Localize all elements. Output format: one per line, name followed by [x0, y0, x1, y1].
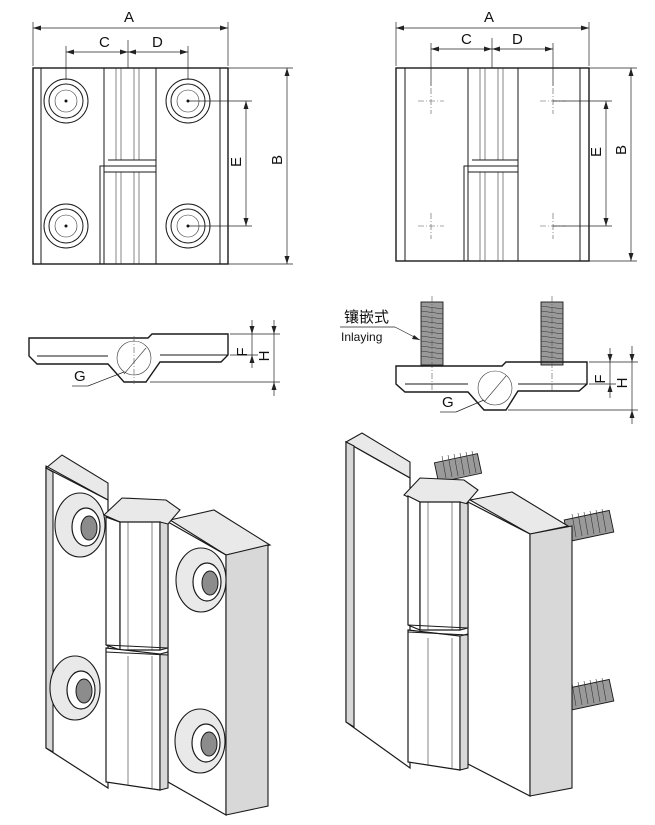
- label-h: H: [256, 351, 273, 362]
- label-h-right: H: [614, 378, 631, 389]
- dimension-fh-right: F H: [508, 346, 638, 424]
- label-e: E: [228, 157, 245, 167]
- label-d: D: [152, 34, 163, 51]
- dimension-e-left: E: [188, 100, 252, 227]
- front-view-inlaying: A C D E B: [395, 9, 637, 262]
- hole-top-left: [43, 78, 89, 124]
- iso-hole-3: [175, 547, 227, 613]
- iso-hole-4: [174, 708, 226, 774]
- iso-hole-2: [49, 655, 101, 721]
- label-e-right: E: [588, 147, 605, 157]
- front-view-countersunk: A C D E: [32, 9, 293, 265]
- dimension-g-right: G: [440, 394, 485, 413]
- stud-left: [420, 296, 444, 392]
- label-g-right: G: [442, 394, 454, 411]
- inlaying-callout: 镶嵌式 Inlaying: [340, 308, 421, 344]
- isometric-countersunk: [45, 454, 272, 817]
- isometric-inlaying: [344, 432, 615, 797]
- dimension-a-right: A: [395, 9, 590, 66]
- dimension-cd-right: C D: [430, 31, 554, 86]
- inlay-en-label: Inlaying: [341, 330, 382, 344]
- label-a: A: [124, 9, 134, 26]
- iso-stud-top: [433, 450, 483, 483]
- iso-hole-1: [54, 492, 106, 558]
- dimension-b-left: B: [228, 67, 293, 265]
- dimension-fh-left: F H: [150, 320, 280, 396]
- dimension-b-right: B: [589, 67, 637, 262]
- label-c-right: C: [461, 31, 472, 48]
- label-b: B: [269, 155, 286, 165]
- hole-bottom-left: [43, 203, 89, 249]
- label-a-right: A: [484, 9, 494, 26]
- dimension-a-left: A: [32, 9, 229, 66]
- label-g: G: [74, 368, 86, 385]
- dimension-e-right: E: [553, 100, 612, 227]
- side-view-countersunk: F H G: [28, 320, 280, 396]
- dimension-g-left: G: [72, 368, 125, 387]
- stud-right: [540, 296, 564, 392]
- dimension-cd-left: C D: [65, 34, 189, 80]
- label-f-right: F: [592, 374, 609, 383]
- inlay-cn-label: 镶嵌式: [344, 308, 389, 326]
- label-d-right: D: [512, 31, 523, 48]
- label-b-right: B: [613, 145, 630, 155]
- side-view-inlaying: 镶嵌式 Inlaying F H G: [340, 296, 638, 424]
- label-f: F: [234, 347, 251, 356]
- label-c: C: [99, 34, 110, 51]
